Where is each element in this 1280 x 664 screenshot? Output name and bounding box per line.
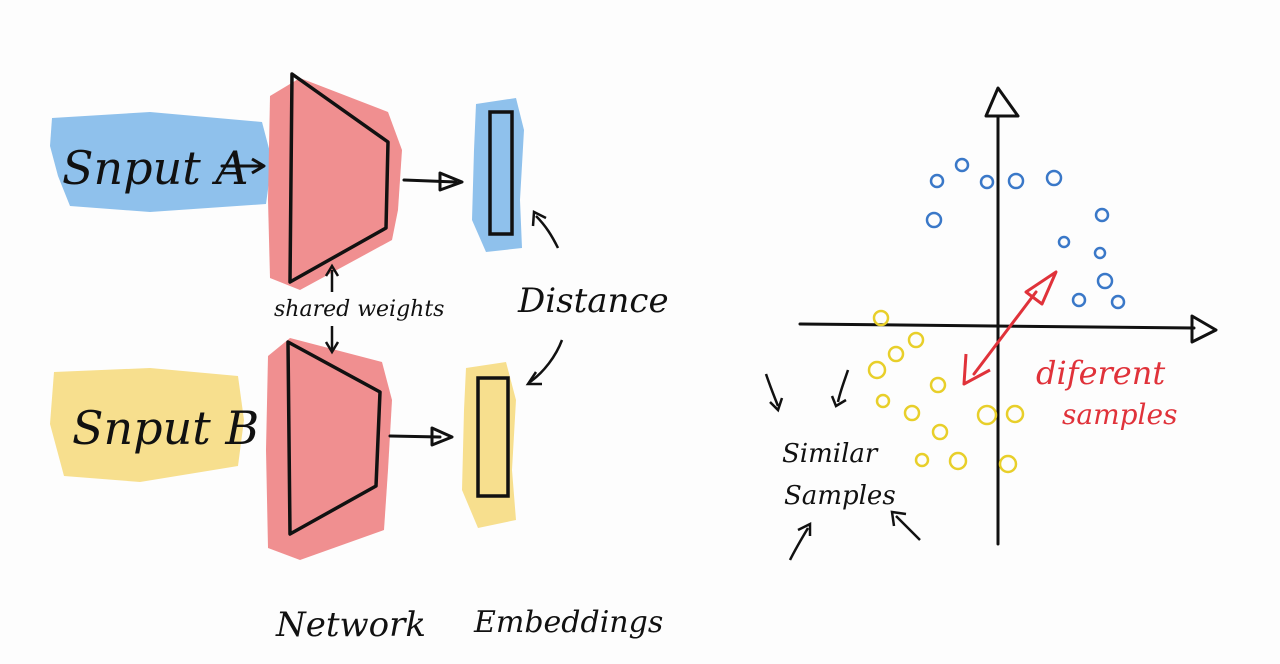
- network-b-to-embedding-arrow-head: [430, 426, 454, 447]
- similar-samples: Similar Samples: [764, 369, 921, 561]
- yellow-sample-point-9: [976, 404, 998, 426]
- yellow-sample-point-5: [929, 376, 947, 394]
- blue-sample-point-10: [1096, 272, 1114, 290]
- shared-weights-arrow-down-head: [324, 341, 340, 355]
- network-b-trapezoid: [286, 340, 382, 536]
- blue-sample-point-5: [1045, 169, 1063, 187]
- blue-sample-point-9: [1093, 246, 1107, 260]
- embedding-a-highlight: [472, 98, 524, 252]
- yellow-sample-point-7: [903, 404, 921, 422]
- distance-arrow-to-b-head: [525, 371, 542, 386]
- embedding-b-vector: [476, 376, 510, 498]
- similar-samples-label-line2: Samples: [784, 481, 896, 511]
- yellow-sample-point-8: [931, 423, 949, 441]
- y-axis-arrow-head: [984, 86, 1020, 118]
- embedding-a-vector: [488, 110, 514, 236]
- input-a-label: Snput A: [62, 141, 249, 195]
- different-samples-arrow-head-top: [1024, 270, 1058, 306]
- similar-arrow-3: [788, 527, 810, 561]
- input-a-highlight: [50, 112, 272, 212]
- embedding-space-panel: diferent samples Similar Samples: [764, 86, 1218, 561]
- blue-sample-point-3: [979, 174, 995, 190]
- blue-sample-point-4: [1007, 172, 1025, 190]
- blue-sample-point-2: [954, 157, 970, 173]
- yellow-sample-point-6: [875, 393, 891, 409]
- network-b: [266, 338, 454, 560]
- distance-arrow-to-b: [529, 339, 564, 384]
- network-a: [268, 72, 464, 290]
- shared-weights: shared weights: [274, 263, 444, 355]
- blue-sample-point-12: [1110, 294, 1126, 310]
- yellow-sample-point-1: [872, 309, 890, 327]
- different-samples-arrow: [972, 290, 1038, 376]
- blue-sample-point-11: [1071, 292, 1087, 308]
- distance-arrow-to-a-head: [531, 210, 547, 227]
- similar-arrow-3-head: [797, 521, 812, 536]
- shared-weights-label: shared weights: [274, 297, 444, 322]
- similar-samples-label-line1: Similar: [782, 439, 879, 469]
- different-samples-label-line1: diferent: [1036, 354, 1165, 392]
- embedding-b: [462, 362, 516, 528]
- yellow-sample-point-12: [948, 451, 968, 471]
- distance-label: Distance: [517, 281, 669, 321]
- yellow-sample-point-2: [907, 331, 925, 349]
- shared-weights-arrow-up-head: [324, 263, 340, 277]
- sample-points: [867, 157, 1126, 474]
- x-axis-arrow-head: [1190, 314, 1218, 344]
- input-b-label: Snput B: [72, 401, 259, 455]
- yellow-sample-point-13: [998, 454, 1018, 474]
- embeddings-caption: Embeddings: [473, 605, 663, 640]
- yellow-sample-point-11: [914, 452, 930, 468]
- blue-sample-point-6: [925, 211, 943, 229]
- similar-arrow-2-head: [830, 395, 847, 408]
- different-samples-label-line2: samples: [1062, 398, 1177, 431]
- embedding-a: [472, 98, 524, 252]
- architecture-panel: Snput A Snput B shared weights: [50, 72, 669, 645]
- different-samples-arrow-head-bottom: [962, 353, 991, 386]
- blue-sample-point-7: [1094, 207, 1110, 223]
- distance: Distance: [517, 210, 669, 386]
- yellow-sample-point-10: [1005, 404, 1025, 424]
- distance-arrow-to-a: [535, 215, 560, 249]
- similar-arrow-1: [764, 373, 780, 407]
- yellow-sample-point-4: [867, 360, 887, 380]
- input-b-highlight: [50, 368, 244, 482]
- network-a-to-embedding-arrow: [402, 178, 458, 184]
- embedding-b-highlight: [462, 362, 516, 528]
- network-a-trapezoid: [288, 72, 390, 284]
- network-a-to-embedding-arrow-head: [438, 171, 464, 192]
- input-a-arrow-head: [251, 157, 266, 175]
- similar-arrow-4: [895, 515, 921, 541]
- network-b-highlight: [266, 338, 392, 560]
- different-samples: diferent samples: [962, 270, 1177, 431]
- blue-sample-point-1: [929, 173, 945, 189]
- blue-sample-point-8: [1057, 235, 1071, 249]
- yellow-sample-point-3: [887, 345, 905, 363]
- input-a: Snput A: [50, 112, 272, 212]
- similar-arrow-4-head: [890, 510, 907, 527]
- network-caption: Network: [275, 605, 426, 645]
- similar-arrow-2: [836, 369, 850, 403]
- similar-arrow-1-head: [769, 397, 784, 413]
- input-b: Snput B: [50, 368, 259, 482]
